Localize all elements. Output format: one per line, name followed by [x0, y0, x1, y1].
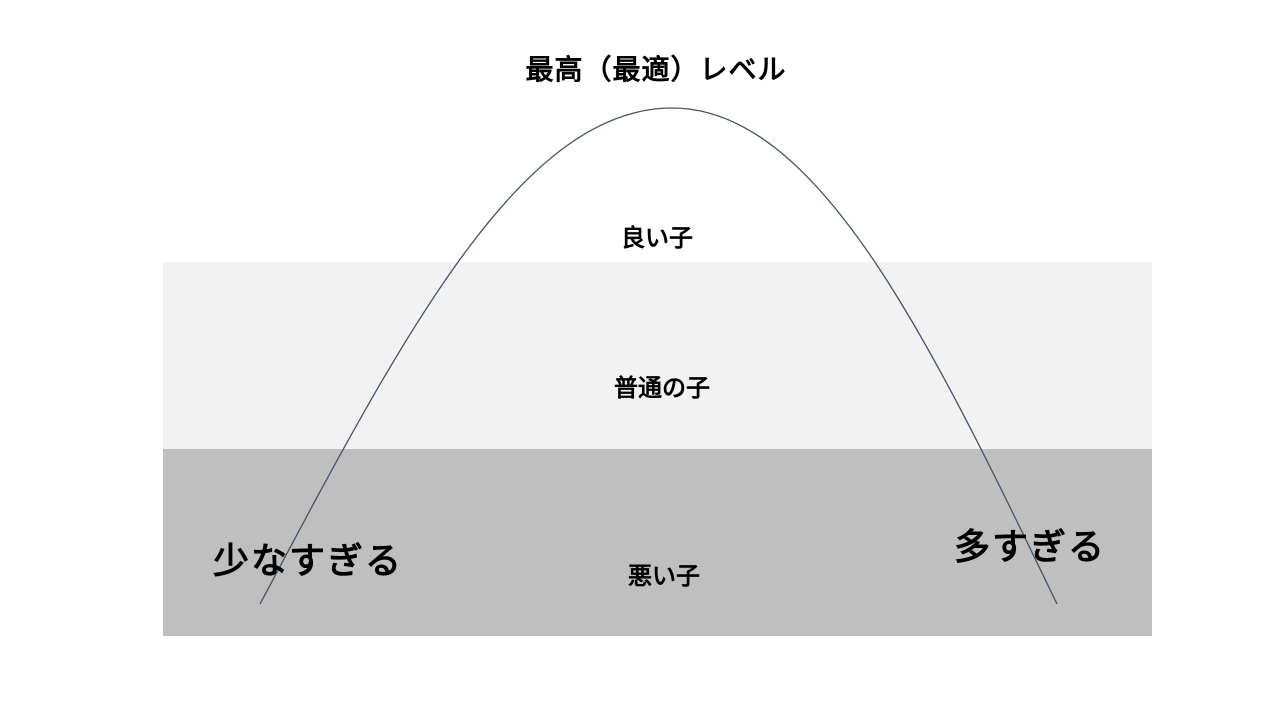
- level-label-normal: 普通の子: [614, 374, 710, 402]
- extreme-label-too-much: 多すぎる: [953, 527, 1107, 568]
- diagram-title: 最高（最適）レベル: [525, 53, 787, 86]
- extreme-label-too-little: 少なすぎる: [212, 541, 404, 582]
- band-normal: [163, 262, 1152, 449]
- level-label-good: 良い子: [621, 224, 693, 252]
- level-label-bad: 悪い子: [628, 562, 700, 590]
